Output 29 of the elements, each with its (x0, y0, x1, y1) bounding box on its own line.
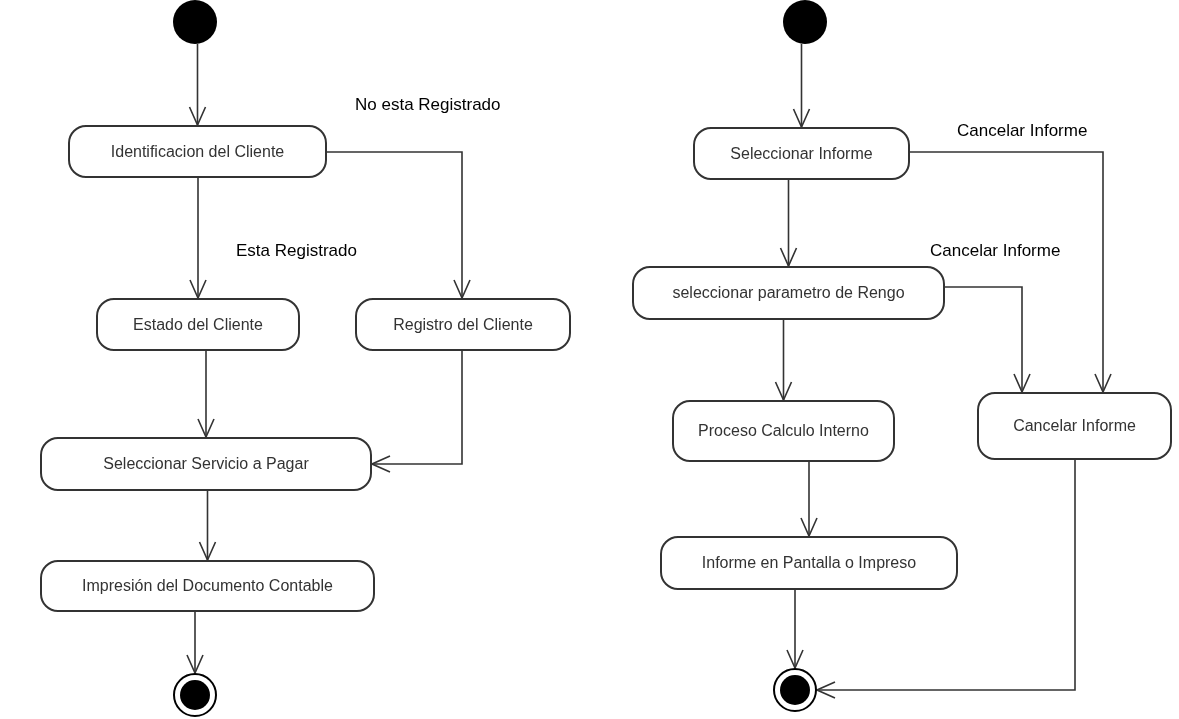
arrow (779, 179, 798, 267)
activity-box: Registro del Cliente (355, 298, 571, 351)
activity-box: Seleccionar Informe (693, 127, 910, 180)
arrow (371, 350, 463, 473)
initial-node (173, 0, 217, 44)
final-node (173, 673, 217, 717)
arrow (786, 589, 804, 669)
arrow (188, 43, 207, 126)
arrow (944, 286, 1031, 393)
activity-box: Estado del Cliente (96, 298, 300, 351)
arrow (189, 177, 207, 299)
arrow (197, 350, 215, 438)
final-node (773, 668, 817, 712)
arrow (186, 611, 204, 674)
arrow (326, 151, 471, 299)
arrow (909, 151, 1112, 393)
arrow (800, 461, 818, 537)
arrow (792, 43, 811, 128)
activity-box: Cancelar Informe (977, 392, 1172, 460)
initial-node (783, 0, 827, 44)
arrow (774, 319, 793, 401)
arrow (816, 459, 1076, 699)
activity-box: Proceso Calculo Interno (672, 400, 895, 462)
activity-box: seleccionar parametro de Rengo (632, 266, 945, 320)
activity-box: Seleccionar Servicio a Pagar (40, 437, 372, 491)
activity-box: Informe en Pantalla o Impreso (660, 536, 958, 590)
arrow (198, 490, 217, 561)
activity-box: Identificacion del Cliente (68, 125, 327, 178)
activity-box: Impresión del Documento Contable (40, 560, 375, 612)
